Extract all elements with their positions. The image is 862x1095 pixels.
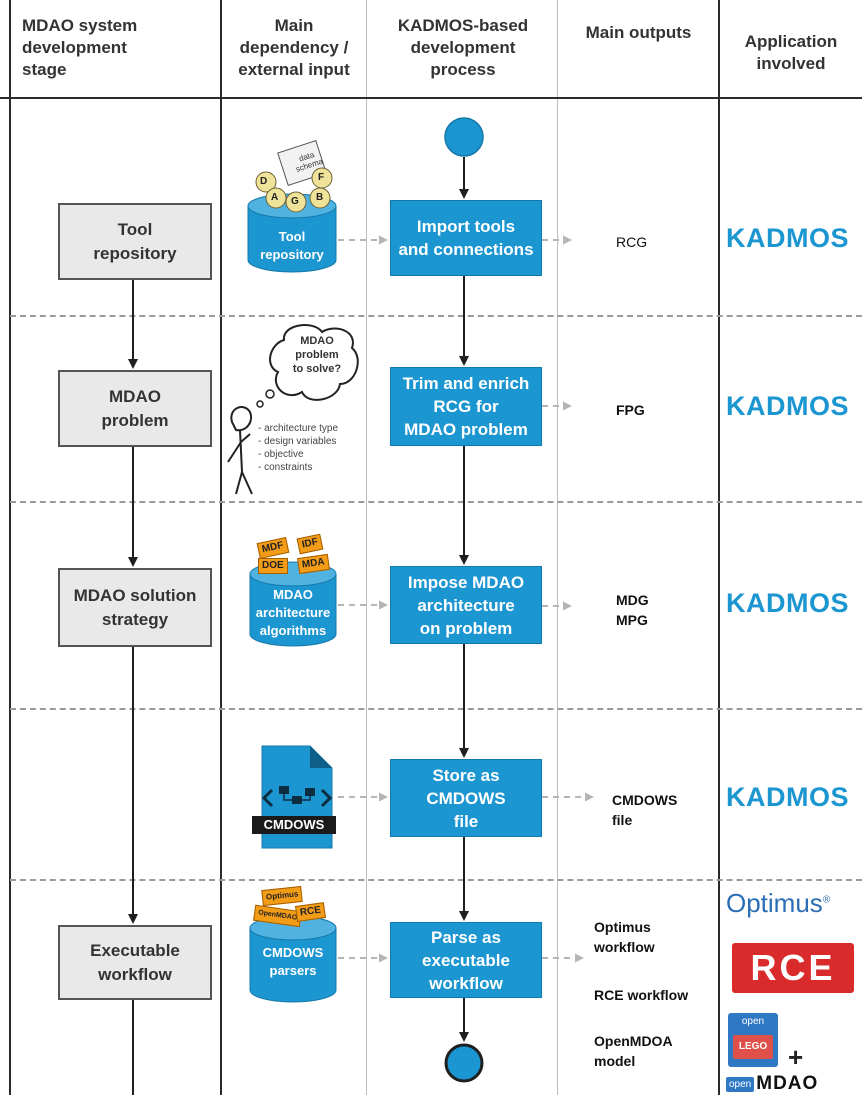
header-dependency: Main dependency / external input: [238, 16, 350, 79]
header-process: KADMOS-based development process: [397, 16, 529, 79]
row-divider-4: [10, 879, 862, 881]
ball-label-g: G: [291, 196, 299, 207]
output-openmdoa-model: OpenMDOA model: [594, 1033, 673, 1069]
process-import-tools: Import tools and connections: [390, 200, 542, 276]
stage-executable-workflow: Executable workflow: [58, 925, 212, 1000]
column-divider-1: [220, 0, 222, 1095]
cmdows-file-label: CMDOWS: [263, 817, 325, 832]
mdao-problem-input: MDAO problem to solve? - architecture ty…: [222, 322, 366, 497]
parsers-input: Optimus OpenMDAO RCE CMDOWS parsers: [246, 882, 340, 1006]
problem-thought-bubble: MDAO problem to solve?: [292, 335, 342, 375]
problem-notes: - architecture type - design variables -…: [258, 423, 339, 473]
header-stage: MDAO system development stage: [22, 16, 138, 79]
process-impose-architecture: Impose MDAO architecture on problem: [390, 566, 542, 644]
output-rce-workflow: RCE workflow: [594, 987, 689, 1003]
header-outputs: Main outputs: [585, 23, 692, 42]
ball-label-b: B: [316, 192, 324, 203]
column-divider-3: [557, 0, 558, 1095]
output-fpg: FPG: [616, 402, 645, 418]
database-cylinder-icon: [247, 140, 337, 273]
output-rcg: RCG: [616, 234, 648, 250]
column-divider-4: [718, 0, 720, 1095]
column-divider-2: [366, 0, 367, 1095]
architecture-cylinder-label: MDAO architecture algorithms: [255, 587, 331, 638]
openmdao-main: MDAO: [756, 1073, 819, 1094]
row-divider-2: [10, 501, 862, 503]
cmdows-file-input: CMDOWS: [252, 744, 336, 850]
ball-label-a: A: [271, 192, 279, 203]
architecture-input: MDF IDF DOE MDA MDAO architecture algori…: [246, 530, 340, 650]
kadmos-logo-4: KADMOS: [726, 782, 849, 812]
output-mdg-mpg: MDG MPG: [616, 592, 649, 628]
plus-sign: +: [788, 1042, 804, 1072]
tool-repository-input: data schema D A G F B Tool repository: [244, 126, 340, 276]
kadmos-logo-1: KADMOS: [726, 223, 849, 253]
openlego-top-text: open: [741, 1016, 765, 1027]
tag-doe: DOE: [258, 558, 288, 574]
kadmos-logo-3: KADMOS: [726, 588, 849, 618]
stage-tool-repository: Tool repository: [58, 203, 212, 280]
ball-label-f: F: [318, 172, 325, 183]
tool-repository-cylinder-label: Tool repository: [260, 229, 324, 262]
openlego-logo: open LEGO: [728, 1013, 778, 1067]
process-parse-workflow: Parse as executable workflow: [390, 922, 542, 998]
row-divider-3: [10, 708, 862, 710]
header-application: Application involved: [744, 32, 838, 73]
rce-logo: RCE: [732, 943, 854, 993]
thinking-person-icon: [227, 324, 359, 495]
output-cmdows-file: CMDOWS file: [612, 792, 678, 828]
stage-mdao-problem: MDAO problem: [58, 370, 212, 447]
cmdows-file-icon: [252, 745, 336, 849]
registered-mark: ®: [822, 894, 831, 906]
row-divider-1: [10, 315, 862, 317]
process-store-cmdows: Store as CMDOWS file: [390, 759, 542, 837]
openmdao-prefix: open: [726, 1076, 755, 1092]
openlego-brick: [733, 1035, 773, 1059]
openmdao-logo: open MDAO: [726, 1073, 819, 1094]
process-trim-enrich: Trim and enrich RCG for MDAO problem: [390, 367, 542, 446]
left-border: [9, 0, 11, 1095]
header-divider: [0, 97, 862, 99]
end-node: [444, 1043, 484, 1083]
kadmos-logo-2: KADMOS: [726, 391, 849, 421]
openlego-bottom-text: LEGO: [738, 1041, 768, 1052]
output-optimus-workflow: Optimus workflow: [594, 919, 655, 955]
optimus-logo: Optimus®: [726, 888, 830, 919]
stage-solution-strategy: MDAO solution strategy: [58, 568, 212, 647]
optimus-logo-text: Optimus: [726, 888, 823, 918]
ball-label-d: D: [260, 176, 268, 187]
parsers-cylinder-label: CMDOWS parsers: [262, 945, 324, 978]
start-node: [444, 117, 484, 157]
